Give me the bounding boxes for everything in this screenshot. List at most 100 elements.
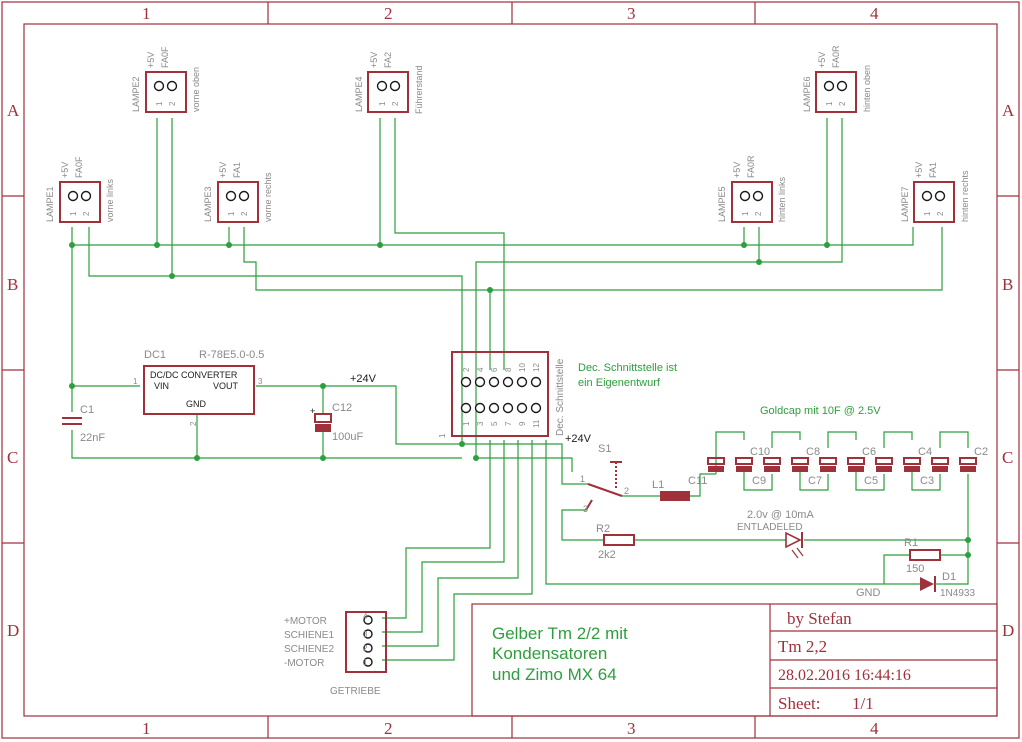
wires (71, 118, 969, 661)
cap-c4: C4 (918, 446, 932, 458)
lampe1-pin1-num: 1 (69, 211, 78, 216)
dec-bot-num-3: 3 (476, 421, 485, 426)
lampe7-name: LAMPE7 (900, 186, 910, 222)
led-rating: 2.0v @ 10mA (747, 509, 814, 521)
lampe5-connector: LAMPE5 +5V FA0R 1 2 hinten links (717, 155, 787, 223)
dc-gnd: GND (186, 399, 207, 409)
dc-pin3: 3 (258, 377, 263, 386)
dec-note-line2: ein Eigenentwurf (578, 377, 661, 389)
s1-pin3: 3 (583, 504, 588, 514)
lampe6-pin2-label: FA0R (831, 45, 841, 68)
s1-pin2: 2 (624, 486, 629, 496)
dc-vin: VIN (154, 381, 169, 391)
dec-top-num-6: 6 (490, 367, 499, 372)
drawing-date: 28.02.2016 16:44:16 (778, 667, 911, 684)
lampe4-pin1-num: 1 (378, 101, 387, 106)
dec-bot-num-5: 5 (490, 421, 499, 426)
getriebe-num-3: 3 (363, 630, 368, 639)
lampe4-pin2-num: 2 (391, 101, 400, 106)
dec-top-num-8: 8 (504, 367, 513, 372)
col-label-4-bottom: 4 (870, 719, 879, 738)
net-label-24v-a: +24V (350, 373, 377, 385)
dec-pin1: 1 (438, 433, 447, 438)
row-label-d-right: D (1002, 621, 1014, 640)
lampe4-name: LAMPE4 (354, 76, 364, 112)
title-line1: Gelber Tm 2/2 mit (492, 624, 628, 643)
col-label-3: 3 (627, 4, 636, 23)
col-label-1-bottom: 1 (142, 719, 151, 738)
lampe5-name: LAMPE5 (717, 186, 727, 222)
led-name: ENTLADELED (737, 522, 803, 533)
cap-c8: C8 (806, 446, 820, 458)
lampe3-name: LAMPE3 (203, 186, 213, 222)
c1-ref: C1 (80, 404, 94, 416)
c12-ref: C12 (332, 402, 352, 414)
dec-top-num-4: 4 (476, 367, 485, 372)
lampe4-pin1-label: +5V (369, 52, 379, 68)
col-label-2: 2 (384, 4, 393, 23)
d1-value: 1N4933 (940, 588, 975, 599)
lampe2-pin2-label: FA0F (160, 46, 170, 68)
cap-c7: C7 (808, 475, 822, 487)
cap-c11: C11 (688, 475, 707, 487)
s1-switch: S1 1 2 3 (580, 443, 629, 514)
r1-resistor: R1 150 (904, 537, 941, 575)
title-line2: Kondensatoren (492, 644, 607, 663)
row-label-b: B (7, 275, 18, 294)
l1-inductor: L1 (652, 479, 690, 501)
s1-ref: S1 (598, 443, 611, 455)
lampe7-connector: LAMPE7 +5V FA1 1 2 hinten rechts (900, 162, 970, 223)
r1-ref: R1 (904, 537, 918, 549)
lampe6-pin1-label: +5V (817, 52, 827, 68)
getriebe-num-1: 1 (363, 658, 368, 667)
getriebe-label-schiene1: SCHIENE1 (284, 630, 334, 641)
dec-top-num-2: 2 (462, 367, 471, 372)
cap-c2: C2 (974, 446, 988, 458)
c1-value: 22nF (80, 432, 105, 444)
c12-capacitor: + C12 100uF (310, 402, 363, 443)
lampe3-pin2-num: 2 (240, 211, 249, 216)
svg-text:+: + (310, 406, 315, 416)
title-block: Gelber Tm 2/2 mit Kondensatoren und Zimo… (471, 603, 998, 717)
getriebe-name: GETRIEBE (330, 686, 381, 697)
dec-note-line1: Dec. Schnittstelle ist (578, 362, 677, 374)
col-label-3-bottom: 3 (627, 719, 636, 738)
goldcap-note: Goldcap mit 10F @ 2.5V (760, 405, 881, 417)
lampe1-desc: vorne links (105, 178, 115, 222)
lampe1-connector: LAMPE1 +5V FA0F 1 2 vorne links (45, 156, 115, 223)
junctions (69, 242, 971, 558)
lampe3-pin1-num: 1 (227, 211, 236, 216)
lampe3-desc: vorne rechts (263, 172, 273, 222)
lampe2-pin1-label: +5V (146, 52, 156, 68)
c12-value: 100uF (332, 431, 363, 443)
dc-pin1: 1 (133, 377, 138, 386)
r2-value: 2k2 (598, 549, 616, 561)
frame-labels: 1 2 3 4 1 2 3 4 A B C D A B C D (7, 4, 1015, 738)
lampe4-desc: Führerstand (414, 65, 424, 114)
dec-top-num-12: 12 (532, 363, 541, 372)
cap-c3: C3 (920, 475, 934, 487)
lampe3-pin1-label: +5V (218, 162, 228, 178)
lampe7-pin1-label: +5V (914, 162, 924, 178)
lampe7-pin2-label: FA1 (928, 162, 938, 178)
getriebe-label-motor-minus: -MOTOR (284, 658, 324, 669)
dc-value: R-78E5.0-0.5 (199, 349, 264, 361)
dec-label: Dec. Schnittstelle (555, 358, 566, 436)
lampe7-desc: hinten rechts (960, 170, 970, 222)
lampe4-pin2-label: FA2 (383, 52, 393, 68)
lampe1-pin2-num: 2 (82, 211, 91, 216)
lampe3-connector: LAMPE3 +5V FA1 1 2 vorne rechts (203, 162, 273, 223)
lampe3-pin2-label: FA1 (232, 162, 242, 178)
dec-bot-num-11: 11 (532, 419, 541, 428)
net-label-24v-b: +24V (565, 433, 592, 445)
dc-vout: VOUT (213, 381, 239, 391)
cap-c10: C10 (750, 446, 770, 458)
lampe2-name: LAMPE2 (131, 76, 141, 112)
dcdc-converter: DC1 R-78E5.0-0.5 DC/DC CONVERTER VIN VOU… (133, 349, 264, 426)
lampe6-pin2-num: 2 (838, 101, 847, 106)
row-label-b-right: B (1002, 275, 1013, 294)
lampe2-desc: vorne oben (191, 67, 201, 112)
col-label-2-bottom: 2 (384, 719, 393, 738)
row-label-a-right: A (1002, 101, 1015, 120)
